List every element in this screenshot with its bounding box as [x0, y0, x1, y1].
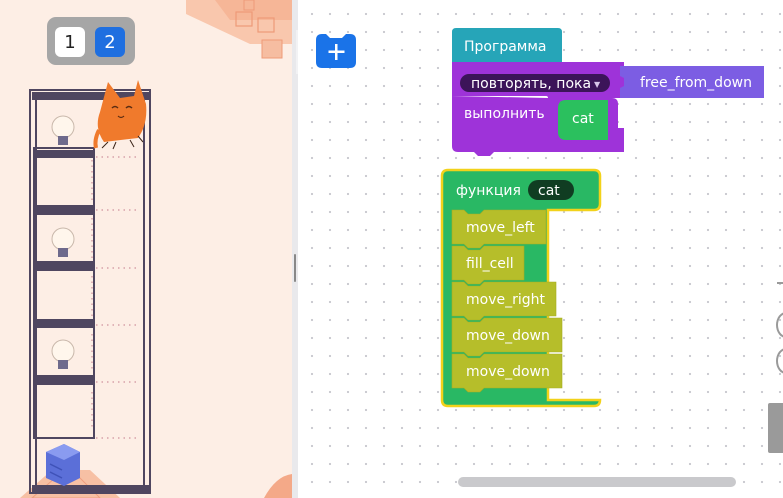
panel-divider[interactable]: [292, 0, 298, 498]
grid-dots: [91, 156, 140, 439]
statement-label: move_down: [466, 364, 550, 380]
level-tabs: 1 2: [47, 17, 135, 65]
program-title: Программа: [464, 39, 547, 55]
function-name-field[interactable]: [528, 180, 574, 200]
statement-label: fill_cell: [466, 256, 514, 272]
level-tab-1[interactable]: 1: [55, 27, 85, 57]
dropdown-caret-icon[interactable]: ▼: [594, 80, 601, 89]
shelf-beams: [32, 92, 149, 493]
loop-label: повторять, пока: [471, 76, 591, 92]
scene-canvas: [20, 0, 292, 498]
server-icon: [46, 444, 80, 486]
lightbulb-icon: [51, 339, 75, 369]
statement-block-move-right[interactable]: move_right: [451, 281, 557, 321]
zoom-in-icon[interactable]: [777, 282, 783, 284]
zoom-control-icon[interactable]: [776, 312, 783, 338]
lightbulb-icon: [51, 115, 75, 145]
call-label: cat: [572, 111, 594, 127]
statement-block-move-down[interactable]: move_down: [451, 317, 563, 357]
statement-label: move_down: [466, 328, 550, 344]
decor-top-right: [186, 0, 292, 59]
cat-character-icon: [93, 80, 147, 150]
blocks-workspace[interactable]: Программа повторять, пока ▼ выполнить fr…: [298, 0, 783, 498]
lightbulb-icon: [51, 227, 75, 257]
blocks-canvas: Программа повторять, пока ▼ выполнить fr…: [440, 28, 764, 408]
horizontal-scrollbar[interactable]: [458, 477, 736, 487]
plus-icon: [328, 44, 345, 60]
statement-block-move-left[interactable]: move_left: [451, 209, 547, 249]
resize-handle[interactable]: [294, 254, 296, 282]
zoom-control-icon[interactable]: [776, 348, 783, 374]
function-keyword: функция: [456, 183, 521, 199]
trash-icon[interactable]: [768, 403, 783, 453]
condition-label: free_from_down: [640, 75, 752, 91]
loop-dropdown[interactable]: [460, 74, 610, 92]
do-label: выполнить: [464, 106, 545, 122]
statement-label: move_right: [466, 292, 546, 308]
scene-panel: 1 2: [0, 0, 292, 498]
statement-label: move_left: [466, 220, 535, 236]
call-cat-block[interactable]: cat: [558, 100, 608, 140]
program-block[interactable]: Программа: [452, 28, 562, 62]
statement-block-move-down[interactable]: move_down: [451, 353, 563, 393]
add-block-button[interactable]: [316, 34, 356, 68]
function-name: cat: [538, 183, 560, 199]
condition-block[interactable]: free_from_down: [620, 66, 764, 98]
statement-block-fill-cell[interactable]: fill_cell: [451, 245, 525, 285]
level-tab-2[interactable]: 2: [95, 27, 125, 57]
